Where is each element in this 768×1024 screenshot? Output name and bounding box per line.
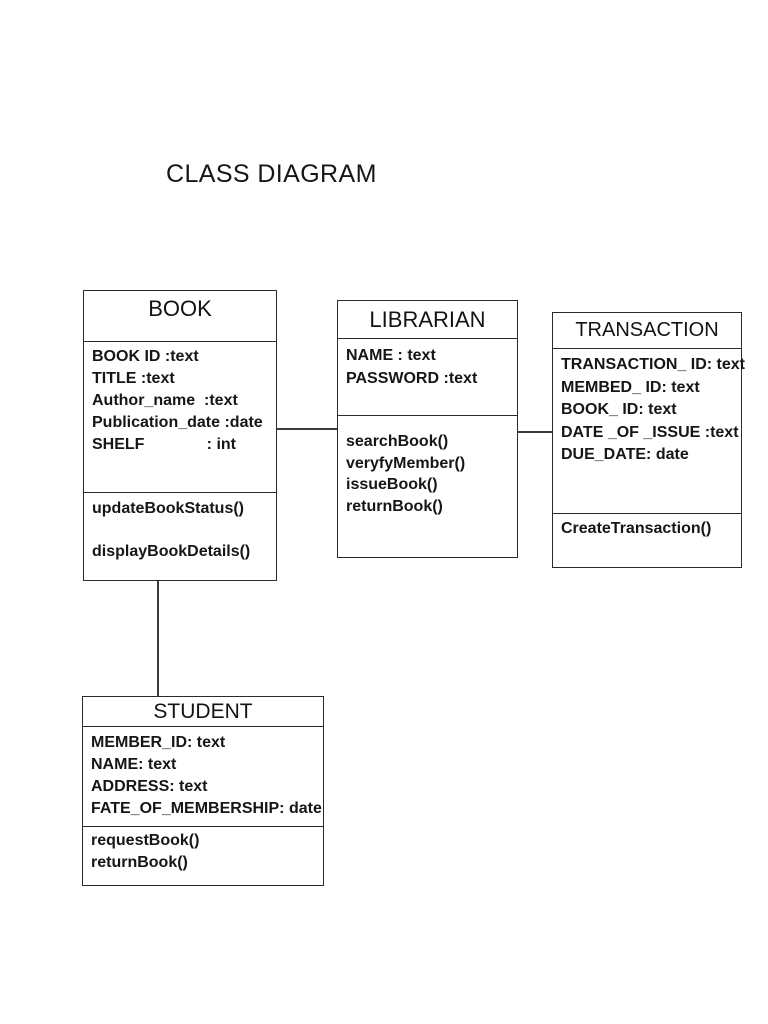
attribute: FATE_OF_MEMBERSHIP: date bbox=[91, 800, 322, 817]
page-title: CLASS DIAGRAM bbox=[166, 160, 377, 188]
class-methods-student: requestBook() returnBook() bbox=[83, 826, 323, 874]
method: CreateTransaction() bbox=[561, 520, 712, 537]
class-attributes-librarian: NAME : text PASSWORD :text bbox=[338, 338, 517, 415]
attribute: MEMBED_ ID: text bbox=[561, 378, 700, 396]
class-methods-transaction: CreateTransaction() bbox=[553, 513, 741, 540]
class-methods-librarian: searchBook() veryfyMember() issueBook() … bbox=[338, 415, 517, 517]
method: returnBook() bbox=[91, 854, 188, 871]
association-line-book-librarian bbox=[277, 428, 337, 430]
attribute: TRANSACTION_ ID: text bbox=[561, 356, 746, 373]
class-box-book: BOOK BOOK ID :text TITLE :text Author_na… bbox=[83, 290, 277, 581]
class-methods-book: updateBookStatus() displayBookDetails() bbox=[84, 492, 276, 563]
method: searchBook() bbox=[346, 433, 449, 450]
method: requestBook() bbox=[91, 832, 200, 849]
method: veryfyMember() bbox=[346, 454, 466, 472]
attribute: SHELF : int bbox=[92, 436, 236, 453]
class-name-book: BOOK bbox=[148, 296, 212, 321]
association-line-librarian-transaction bbox=[517, 431, 552, 433]
class-box-student: STUDENT MEMBER_ID: text NAME: text ADDRE… bbox=[82, 696, 324, 886]
attribute: PASSWORD :text bbox=[346, 370, 478, 387]
attribute: NAME : text bbox=[346, 347, 436, 364]
attribute: MEMBER_ID: text bbox=[91, 734, 226, 751]
class-attributes-book: BOOK ID :text TITLE :text Author_name :t… bbox=[84, 341, 276, 492]
method: updateBookStatus() bbox=[92, 500, 244, 517]
class-name-transaction: TRANSACTION bbox=[575, 319, 719, 341]
class-name-student: STUDENT bbox=[153, 699, 253, 723]
class-name-librarian: LIBRARIAN bbox=[369, 306, 486, 332]
class-box-transaction: TRANSACTION TRANSACTION_ ID: text MEMBED… bbox=[552, 312, 746, 568]
attribute: BOOK_ ID: text bbox=[561, 401, 677, 418]
attribute: Author_name :text bbox=[92, 392, 238, 409]
attribute: Publication_date :date bbox=[92, 414, 263, 431]
method: returnBook() bbox=[346, 497, 443, 515]
class-attributes-transaction: TRANSACTION_ ID: text MEMBED_ ID: text B… bbox=[553, 348, 746, 513]
attribute: NAME: text bbox=[91, 756, 177, 773]
association-line-book-student bbox=[157, 581, 159, 696]
attribute: DUE_DATE: date bbox=[561, 446, 689, 463]
class-attributes-student: MEMBER_ID: text NAME: text ADDRESS: text… bbox=[83, 726, 323, 826]
attribute: TITLE :text bbox=[92, 370, 175, 387]
attribute: ADDRESS: text bbox=[91, 778, 208, 795]
attribute: DATE _OF _ISSUE :text bbox=[561, 423, 739, 441]
method: issueBook() bbox=[346, 476, 438, 493]
attribute: BOOK ID :text bbox=[92, 348, 199, 365]
class-box-librarian: LIBRARIAN NAME : text PASSWORD :text sea… bbox=[337, 300, 518, 558]
method: displayBookDetails() bbox=[92, 543, 251, 560]
